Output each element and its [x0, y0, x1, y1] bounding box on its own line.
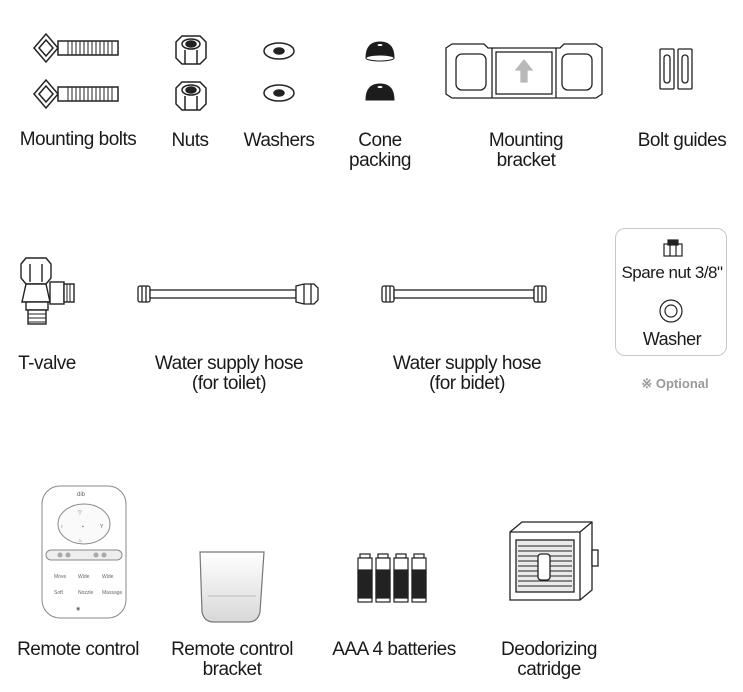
- deodorizing-label: Deodorizing catridge: [501, 639, 597, 680]
- svg-text:Move: Move: [54, 574, 66, 580]
- remote-bracket-label: Remote control bracket: [171, 639, 293, 680]
- bolt-icon: [33, 32, 119, 110]
- remote-control-label: Remote control: [17, 639, 139, 660]
- svg-text:dib: dib: [77, 492, 86, 498]
- svg-text:Wide: Wide: [78, 574, 90, 580]
- svg-text:♨: ♨: [78, 538, 82, 544]
- hose-toilet-label: Water supply hose (for toilet): [154, 353, 304, 394]
- svg-text:♀: ♀: [60, 524, 64, 530]
- hose-bidet-label: Water supply hose (for bidet): [392, 353, 542, 394]
- washers-label: Washers: [243, 130, 315, 151]
- t-valve-icon: [20, 257, 75, 325]
- remote-icon: dib ▽ ♀ ▪ Y ♨ Move Wide Wide Soft Nozzle…: [41, 485, 127, 619]
- t-valve-label: T-valve: [18, 353, 76, 374]
- optional-note: ※ Optional: [641, 376, 709, 391]
- nut-icon: [175, 35, 207, 111]
- svg-text:Y: Y: [100, 524, 104, 530]
- spare-nut-label: Spare nut 3/8": [621, 263, 723, 282]
- bolt-guides-label: Bolt guides: [637, 130, 727, 151]
- hose-icon: [381, 285, 547, 303]
- bracket-icon: [445, 43, 603, 99]
- batteries-label: AAA 4 batteries: [332, 639, 456, 660]
- cone-packing-label: Cone packing: [349, 130, 412, 171]
- remote-bracket-icon: [199, 551, 265, 623]
- mounting-bracket-label: Mounting bracket: [488, 130, 564, 171]
- washer-icon: [659, 299, 683, 323]
- washer-icon: [263, 42, 295, 102]
- optional-parts-box: Spare nut 3/8" Washer: [615, 228, 727, 356]
- washer-label: Washer: [642, 329, 702, 349]
- deodorizing-cartridge-icon: [509, 521, 599, 601]
- cone-packing-icon: [365, 41, 395, 101]
- svg-text:Soft: Soft: [54, 590, 64, 596]
- nuts-label: Nuts: [171, 130, 209, 151]
- mounting-bolts-label: Mounting bolts: [19, 129, 137, 150]
- bolt-guide-icon: [659, 48, 693, 90]
- svg-text:Massage: Massage: [102, 590, 123, 596]
- svg-text:▪: ▪: [82, 524, 84, 530]
- svg-text:Nozzle: Nozzle: [78, 590, 94, 596]
- spare-nut-icon: [663, 239, 683, 257]
- battery-icon: [357, 553, 427, 603]
- svg-text:▽: ▽: [78, 510, 82, 516]
- svg-text:◉: ◉: [76, 606, 81, 612]
- hose-icon: [137, 283, 319, 305]
- svg-text:Wide: Wide: [102, 574, 114, 580]
